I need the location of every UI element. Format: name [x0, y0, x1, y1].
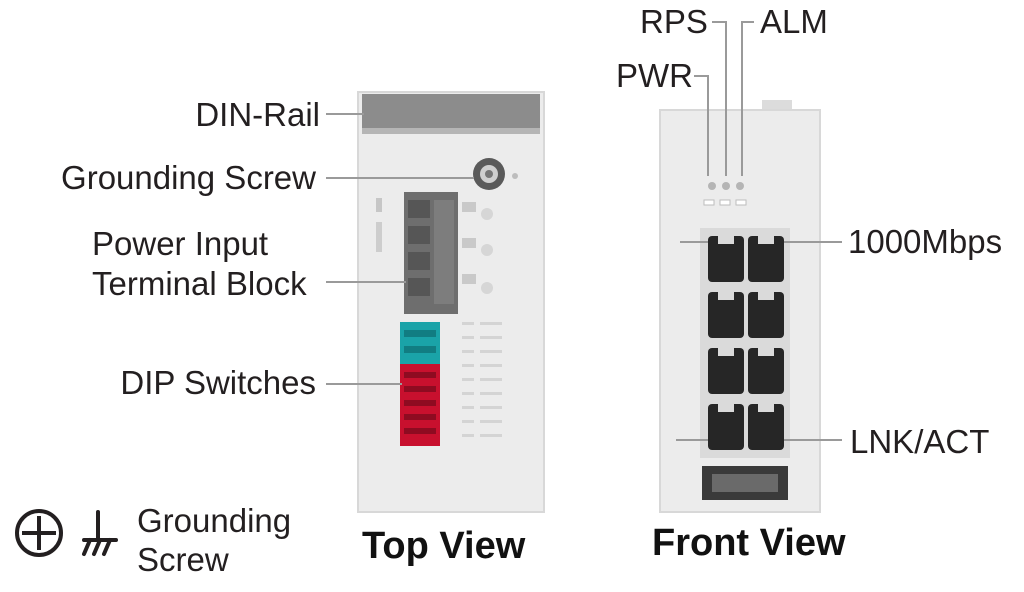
top-view-device [357, 91, 545, 513]
label-grounding-screw: Grounding Screw [61, 159, 316, 196]
terminal-block-part [404, 192, 493, 314]
label-din-rail: DIN-Rail [195, 96, 320, 133]
title-front-view: Front View [652, 522, 846, 564]
label-dip-switches: DIP Switches [120, 364, 316, 401]
label-pwr: PWR [616, 57, 693, 94]
label-terminal-block: Terminal Block [92, 265, 307, 302]
rj45-port-bank [700, 228, 790, 458]
title-top-view: Top View [362, 525, 526, 567]
label-1000mbps: 1000Mbps [848, 223, 1003, 260]
ground-symbol-icon [82, 510, 118, 556]
front-view-leaders [676, 21, 842, 441]
legend-screw: Screw [137, 541, 229, 578]
dip-switch-bank [400, 322, 440, 446]
label-power-input: Power Input [92, 225, 269, 262]
label-lnk-act: LNK/ACT [850, 423, 990, 460]
din-rail-bar [362, 94, 540, 132]
grounding-screw-part [473, 158, 518, 190]
legend-grounding: Grounding [137, 502, 292, 539]
front-view-device [659, 100, 821, 513]
top-view-leaders [326, 113, 474, 385]
label-alm: ALM [760, 3, 828, 40]
label-rps: RPS [640, 3, 708, 40]
plus-circle-icon [15, 509, 63, 557]
led-indicators [703, 182, 747, 206]
